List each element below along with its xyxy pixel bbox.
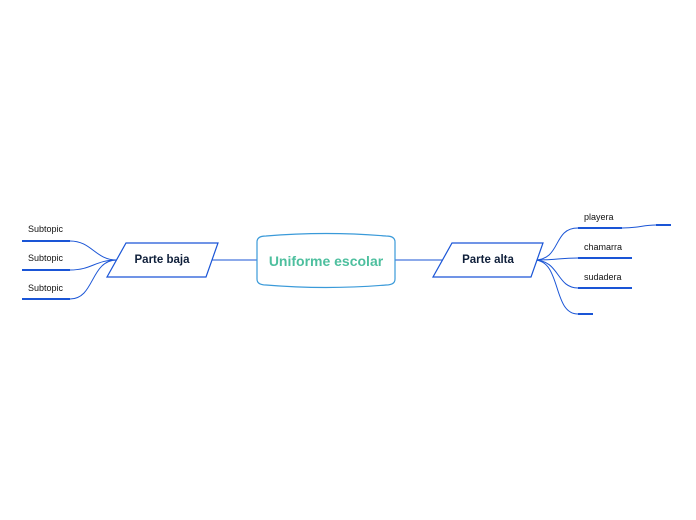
connector-right-sub-4	[533, 259, 579, 315]
main-topic-label-right[interactable]: Parte alta	[462, 254, 514, 266]
subtopic-label-sudadera[interactable]: sudadera	[584, 272, 622, 282]
connector-right-sub-2	[533, 257, 579, 261]
connector-left-sub-1	[69, 240, 118, 261]
subtopic-label-playera[interactable]: playera	[584, 212, 614, 222]
subtopic-label-left-3[interactable]: Subtopic	[28, 283, 64, 293]
connector-left-sub-3	[69, 259, 118, 300]
connector-playera-child	[621, 224, 657, 229]
main-topic-shape-right[interactable]	[431, 242, 544, 278]
central-topic-label[interactable]: Uniforme escolar	[268, 253, 384, 269]
subtopic-label-left-2[interactable]: Subtopic	[28, 253, 64, 263]
subtopic-label-left-1[interactable]: Subtopic	[28, 224, 64, 234]
main-topic-shape-left[interactable]	[105, 242, 219, 278]
central-topic-shape[interactable]	[256, 232, 396, 289]
connector-right-sub-1	[533, 227, 579, 261]
main-topic-label-left[interactable]: Parte baja	[134, 254, 190, 266]
subtopic-label-chamarra[interactable]: chamarra	[584, 242, 623, 252]
